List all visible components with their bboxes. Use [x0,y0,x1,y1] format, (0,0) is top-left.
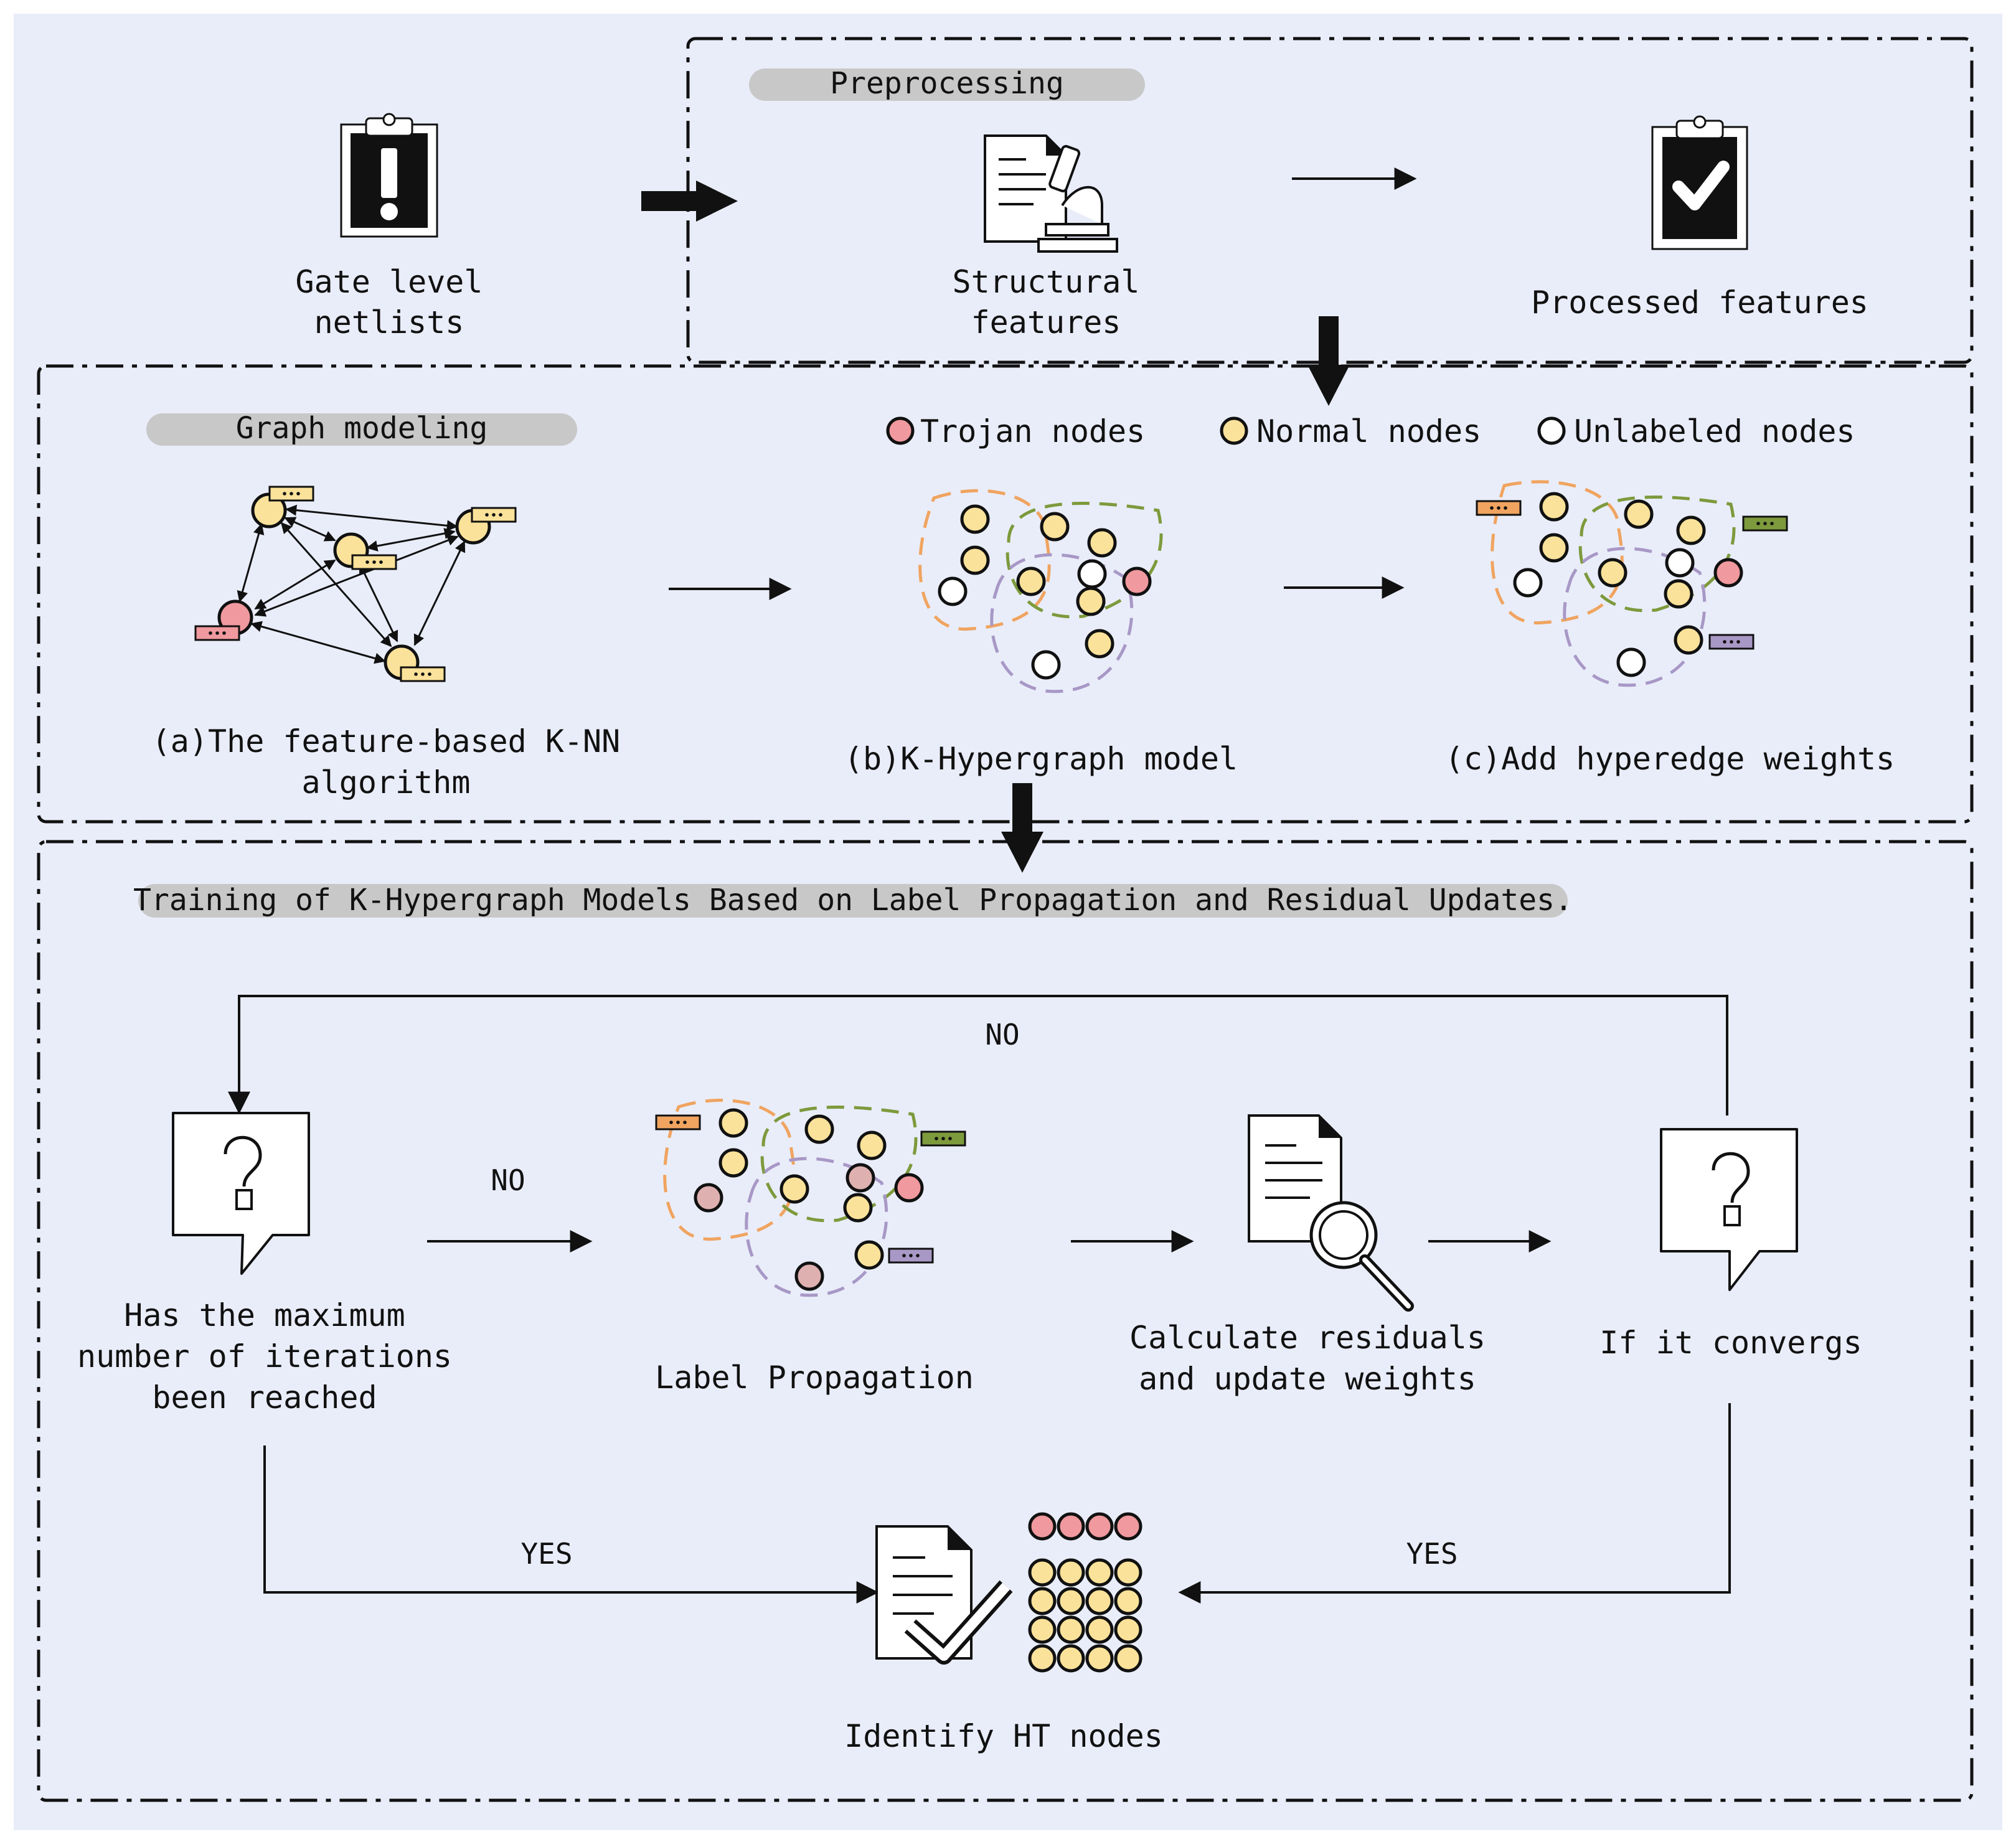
no-top-label: NO [985,1018,1019,1051]
graph-modeling-pill [146,413,577,446]
caption-a-line1: (a)The feature-based K-NN [152,723,621,759]
converge-label: If it convergs [1599,1325,1862,1361]
structural-features-line2: features [971,304,1121,341]
preprocessing-section: Preprocessing Gate level netlists [295,66,1868,406]
yes-right-line [1178,1403,1731,1604]
structural-features-line1: Structural [952,264,1139,300]
label-propagation-graph [655,1098,966,1297]
weight-green [1742,515,1788,532]
caption-b: (b)K-Hypergraph model [844,741,1238,777]
identify-ht-label: Identify HT nodes [844,1718,1163,1754]
training-frame [37,840,1974,1802]
question-bubble-icon [172,1112,310,1275]
question-bubble-icon-2 [1660,1128,1798,1291]
weight-purple [1708,634,1755,650]
graph-modeling-title: Graph modeling [236,411,488,446]
graph-modeling-section: Graph modeling Trojan nodes Normal nodes… [146,411,1895,873]
max-iter-line2: number of iterations [77,1338,452,1374]
gate-level-netlists-line1: Gate level [295,264,483,300]
training-section: Training of K-Hypergraph Models Based on… [77,883,1862,1754]
legend-trojan-swatch [886,416,915,445]
training-pill [138,884,1568,918]
training-title: Training of K-Hypergraph Models Based on… [133,883,1573,918]
knn-graph [194,486,517,682]
residuals-line1: Calculate residuals [1129,1320,1486,1356]
processed-features-label: Processed features [1531,284,1868,321]
residuals-line2: and update weights [1139,1361,1476,1397]
preprocessing-title: Preprocessing [830,66,1064,101]
gate-level-netlists-line2: netlists [314,304,464,341]
caption-c: (c)Add hyperedge weights [1445,741,1895,777]
legend-unlabeled-swatch [1537,416,1566,445]
clipboard-exclamation-icon [340,113,438,238]
document-magnifier-icon [1248,1114,1414,1312]
yes-left-label: YES [520,1537,572,1571]
section-frames [37,37,1974,1802]
big-arrow-right [641,181,738,222]
big-arrow-down-2 [1001,783,1043,873]
max-iter-line1: Has the maximum [124,1297,405,1333]
hypergraph-b [918,489,1163,693]
legend-unlabeled-label: Unlabeled nodes [1574,413,1855,449]
preprocessing-frame [686,37,1974,364]
lp-weight-purple [888,1248,934,1264]
hypergraph-c [1476,480,1788,687]
caption-a-line2: algorithm [302,764,471,801]
ht-nodes-grid [1028,1512,1142,1673]
lp-weight-orange [655,1114,701,1130]
clipboard-check-icon [1651,115,1748,250]
background [14,14,2002,1830]
lp-weight-green [920,1130,966,1147]
loop-no-line [228,995,1728,1116]
preprocessing-pill [749,68,1145,101]
graph-modeling-frame [37,364,1974,824]
label-propagation-label: Label Propagation [655,1360,974,1396]
max-iter-line3: been reached [152,1379,377,1416]
yes-right-label: YES [1406,1537,1458,1571]
weight-orange [1476,500,1522,516]
document-microscope-icon [984,134,1118,253]
legend-trojan-label: Trojan nodes [920,413,1145,449]
big-arrow-down-1 [1307,316,1350,406]
legend-normal-label: Normal nodes [1256,413,1481,449]
yes-left-line [263,1445,879,1604]
no-left-label: NO [491,1163,525,1197]
document-check-icon [875,1525,1013,1665]
legend-normal-swatch [1220,416,1248,445]
